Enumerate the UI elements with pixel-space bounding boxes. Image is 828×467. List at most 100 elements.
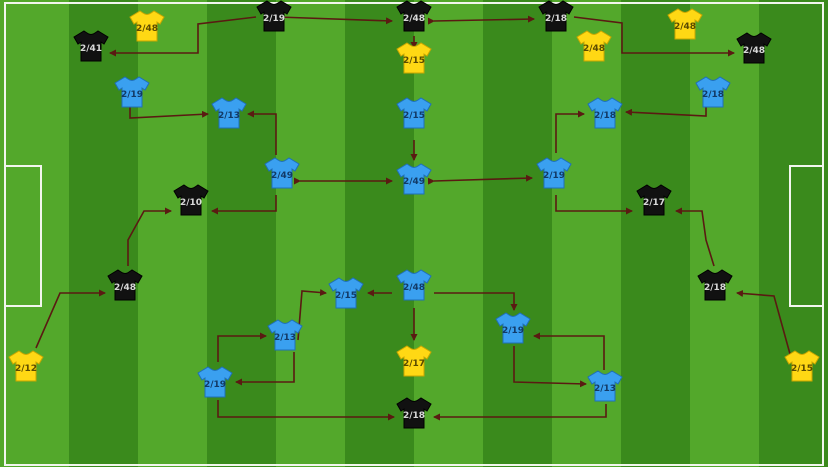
shirt-icon bbox=[107, 269, 143, 301]
pass-arrow bbox=[675, 207, 715, 267]
player-label: 2/15 bbox=[790, 364, 814, 374]
player-label: 2/12 bbox=[14, 364, 38, 374]
pass-arrow bbox=[555, 110, 585, 153]
player-jersey-blue[interactable]: 2/18 bbox=[587, 97, 623, 129]
grass-stripe bbox=[345, 0, 415, 467]
player-jersey-yellow[interactable]: 2/48 bbox=[129, 10, 165, 42]
shirt-icon bbox=[328, 277, 364, 309]
player-jersey-blue[interactable]: 2/48 bbox=[396, 269, 432, 301]
pass-arrow bbox=[127, 207, 172, 266]
player-label: 2/18 bbox=[402, 411, 426, 421]
player-label: 2/17 bbox=[402, 359, 426, 369]
player-label: 2/48 bbox=[402, 14, 426, 24]
shirt-icon bbox=[538, 0, 574, 32]
shirt-icon bbox=[695, 76, 731, 108]
pass-arrow bbox=[433, 404, 607, 421]
field-lines bbox=[4, 2, 824, 466]
player-jersey-blue[interactable]: 2/13 bbox=[587, 370, 623, 402]
pass-arrow bbox=[573, 16, 735, 57]
player-label: 2/10 bbox=[179, 198, 203, 208]
player-jersey-blue[interactable]: 2/15 bbox=[328, 277, 364, 309]
shirt-icon bbox=[396, 163, 432, 195]
pass-arrow bbox=[427, 174, 533, 185]
player-label: 2/48 bbox=[402, 283, 426, 293]
pass-arrow bbox=[247, 110, 277, 155]
player-jersey-blue[interactable]: 2/19 bbox=[197, 366, 233, 398]
player-label: 2/48 bbox=[582, 44, 606, 54]
player-label: 2/19 bbox=[120, 90, 144, 100]
player-label: 2/48 bbox=[135, 24, 159, 34]
shirt-icon bbox=[8, 350, 44, 382]
player-label: 2/19 bbox=[262, 14, 286, 24]
pass-arrow bbox=[217, 400, 395, 421]
player-label: 2/13 bbox=[273, 333, 297, 343]
player-label: 2/19 bbox=[501, 326, 525, 336]
player-label: 2/48 bbox=[113, 283, 137, 293]
player-jersey-blue[interactable]: 2/13 bbox=[267, 319, 303, 351]
shirt-icon bbox=[697, 269, 733, 301]
player-jersey-yellow[interactable]: 2/48 bbox=[667, 8, 703, 40]
grass-stripe bbox=[138, 0, 208, 467]
player-label: 2/15 bbox=[402, 56, 426, 66]
player-jersey-blue[interactable]: 2/49 bbox=[396, 163, 432, 195]
player-label: 2/18 bbox=[701, 90, 725, 100]
grass-stripe bbox=[0, 0, 70, 467]
player-label: 2/18 bbox=[544, 14, 568, 24]
grass-stripe bbox=[690, 0, 760, 467]
player-label: 2/49 bbox=[402, 177, 426, 187]
shirt-icon bbox=[636, 184, 672, 216]
shirt-icon bbox=[587, 97, 623, 129]
player-jersey-blue[interactable]: 2/19 bbox=[114, 76, 150, 108]
player-jersey-black[interactable]: 2/48 bbox=[396, 0, 432, 32]
player-jersey-black[interactable]: 2/48 bbox=[107, 269, 143, 301]
player-jersey-black[interactable]: 2/17 bbox=[636, 184, 672, 216]
shirt-icon bbox=[256, 0, 292, 32]
player-jersey-black[interactable]: 2/18 bbox=[538, 0, 574, 32]
player-jersey-yellow[interactable]: 2/15 bbox=[396, 42, 432, 74]
pass-arrow bbox=[211, 195, 277, 215]
player-label: 2/13 bbox=[217, 111, 241, 121]
shirt-icon bbox=[129, 10, 165, 42]
player-jersey-blue[interactable]: 2/18 bbox=[695, 76, 731, 108]
shirt-icon bbox=[267, 319, 303, 351]
pass-arrow bbox=[271, 13, 393, 25]
player-jersey-black[interactable]: 2/10 bbox=[173, 184, 209, 216]
player-jersey-yellow[interactable]: 2/15 bbox=[784, 350, 820, 382]
player-label: 2/15 bbox=[334, 291, 358, 301]
player-jersey-black[interactable]: 2/18 bbox=[697, 269, 733, 301]
player-jersey-yellow[interactable]: 2/12 bbox=[8, 350, 44, 382]
player-jersey-black[interactable]: 2/19 bbox=[256, 0, 292, 32]
shirt-icon bbox=[736, 32, 772, 64]
player-label: 2/41 bbox=[79, 44, 103, 54]
player-label: 2/48 bbox=[673, 22, 697, 32]
player-jersey-black[interactable]: 2/18 bbox=[396, 397, 432, 429]
player-jersey-blue[interactable]: 2/19 bbox=[536, 157, 572, 189]
player-jersey-blue[interactable]: 2/13 bbox=[211, 97, 247, 129]
shirt-icon bbox=[587, 370, 623, 402]
shirt-icon bbox=[396, 97, 432, 129]
shirt-icon bbox=[396, 397, 432, 429]
player-jersey-black[interactable]: 2/48 bbox=[736, 32, 772, 64]
pass-arrow bbox=[736, 289, 791, 355]
shirt-icon bbox=[173, 184, 209, 216]
pass-arrow bbox=[533, 332, 605, 370]
player-label: 2/15 bbox=[402, 111, 426, 121]
player-label: 2/17 bbox=[642, 198, 666, 208]
player-label: 2/13 bbox=[593, 384, 617, 394]
shirt-icon bbox=[396, 269, 432, 301]
player-jersey-yellow[interactable]: 2/17 bbox=[396, 345, 432, 377]
grass-stripe bbox=[621, 0, 691, 467]
left-penalty-box bbox=[4, 165, 42, 307]
shirt-icon bbox=[396, 345, 432, 377]
player-jersey-blue[interactable]: 2/19 bbox=[495, 312, 531, 344]
player-jersey-blue[interactable]: 2/49 bbox=[264, 157, 300, 189]
pass-arrow bbox=[555, 195, 633, 215]
shirt-icon bbox=[396, 0, 432, 32]
player-jersey-blue[interactable]: 2/15 bbox=[396, 97, 432, 129]
pass-arrow bbox=[513, 346, 587, 388]
shirt-icon bbox=[396, 42, 432, 74]
shirt-icon bbox=[495, 312, 531, 344]
player-jersey-yellow[interactable]: 2/48 bbox=[576, 30, 612, 62]
player-jersey-black[interactable]: 2/41 bbox=[73, 30, 109, 62]
